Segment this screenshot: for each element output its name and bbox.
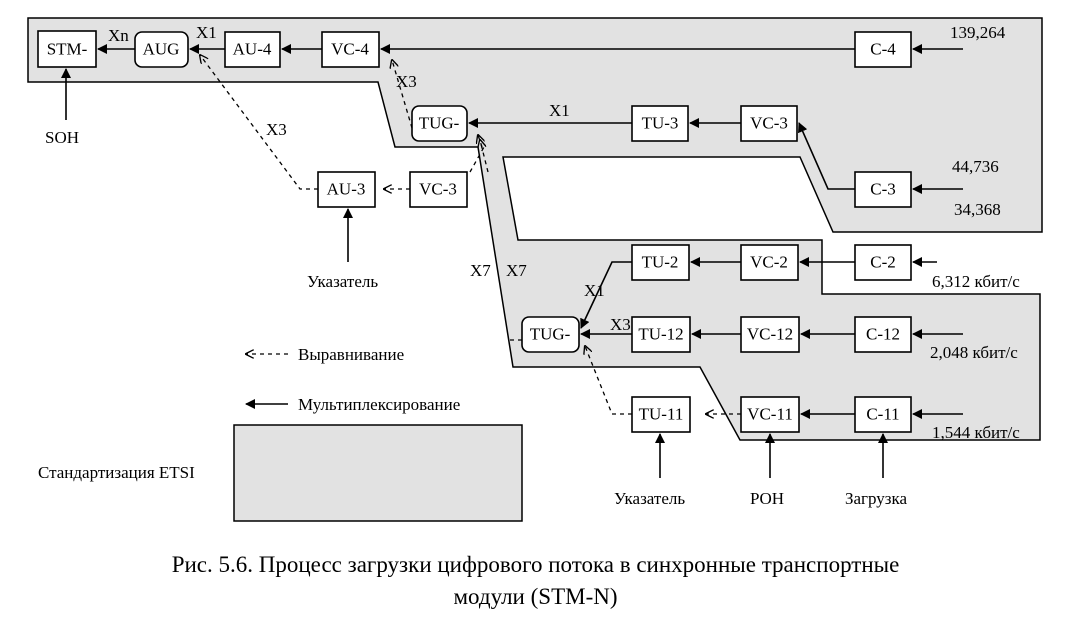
label-soh: SOH: [45, 128, 79, 147]
rate-c2: 6,312 кбит/с: [932, 272, 1020, 291]
block-c12: C-12: [854, 316, 912, 353]
label-x7-b: X7: [506, 261, 527, 280]
label-x1-tu2: X1: [584, 281, 605, 300]
legend-multiplexing: Мультиплексирование: [298, 395, 460, 414]
legend-etsi-label: Стандартизация ETSI: [38, 463, 195, 482]
svg-text:C-12: C-12: [866, 325, 900, 344]
block-vc4: VC-4: [321, 31, 380, 68]
block-c11: C-11: [854, 396, 912, 433]
block-tu12: TU-12: [631, 316, 691, 353]
legend-alignment: Выравнивание: [298, 345, 404, 364]
block-tug3: TUG-: [411, 105, 468, 142]
etsi-region-main: [27, 17, 1043, 441]
label-xn: Xn: [108, 26, 129, 45]
block-aug: AUG: [134, 31, 189, 68]
rate-c12: 2,048 кбит/с: [930, 343, 1018, 362]
mapping-diagram: STM- AUG AU-4 VC-4 C-4 TUG- TU-3 VC-3 C-…: [27, 17, 1043, 522]
block-tug2: TUG-: [521, 316, 580, 353]
svg-text:VC-3: VC-3: [419, 180, 457, 199]
label-x1-aug: X1: [196, 23, 217, 42]
label-loading: Загрузка: [845, 489, 908, 508]
svg-text:STM-: STM-: [47, 40, 88, 59]
figure-caption-line1: Рис. 5.6. Процесс загрузки цифрового пот…: [171, 552, 900, 577]
block-vc11: VC-11: [740, 396, 800, 433]
block-tu2: TU-2: [631, 244, 690, 281]
svg-text:TUG-: TUG-: [419, 114, 460, 133]
svg-text:VC-11: VC-11: [747, 405, 793, 424]
figure-caption-line2: модули (STM-N): [453, 584, 618, 609]
svg-text:C-3: C-3: [870, 180, 896, 199]
svg-text:VC-2: VC-2: [750, 253, 788, 272]
svg-text:VC-4: VC-4: [331, 40, 369, 59]
block-stm: STM-: [37, 30, 97, 68]
legend: Выравнивание Мультиплексирование Стандар…: [38, 345, 460, 482]
rate-c3-b: 34,368: [954, 200, 1001, 219]
svg-text:AUG: AUG: [143, 40, 180, 59]
label-x3-tu12: X3: [610, 315, 631, 334]
block-au4: AU-4: [224, 31, 281, 68]
rate-c11: 1,544 кбит/с: [932, 423, 1020, 442]
block-c3: C-3: [854, 171, 912, 208]
svg-text:TU-3: TU-3: [642, 114, 679, 133]
svg-text:TU-12: TU-12: [638, 325, 683, 344]
svg-text:C-11: C-11: [866, 405, 899, 424]
svg-text:VC-3: VC-3: [750, 114, 788, 133]
legend-etsi-swatch: [233, 424, 523, 522]
label-pointer-tu11: Указатель: [614, 489, 685, 508]
svg-text:AU-3: AU-3: [327, 180, 366, 199]
rate-c3-a: 44,736: [952, 157, 999, 176]
block-vc3-top: VC-3: [740, 105, 798, 142]
label-x3-vc4: X3: [396, 72, 417, 91]
label-x1-tu3: X1: [549, 101, 570, 120]
svg-text:TUG-: TUG-: [530, 325, 571, 344]
block-tu11: TU-11: [631, 396, 691, 433]
solid-connectors: [61, 44, 963, 478]
block-vc12: VC-12: [740, 316, 800, 353]
label-x3-au3: X3: [266, 120, 287, 139]
rate-c4: 139,264: [950, 23, 1006, 42]
block-tu3: TU-3: [631, 105, 689, 142]
svg-text:TU-11: TU-11: [639, 405, 684, 424]
svg-text:TU-2: TU-2: [642, 253, 679, 272]
block-c2: C-2: [854, 244, 912, 281]
block-vc3-left: VC-3: [409, 171, 468, 208]
label-poh: POH: [750, 489, 784, 508]
dashed-connectors: [200, 55, 741, 414]
label-x7-a: X7: [470, 261, 491, 280]
label-pointer-au3: Указатель: [307, 272, 378, 291]
svg-text:C-4: C-4: [870, 40, 896, 59]
block-vc2: VC-2: [740, 244, 799, 281]
svg-text:VC-12: VC-12: [747, 325, 793, 344]
block-c4: C-4: [854, 31, 912, 68]
block-au3: AU-3: [317, 171, 376, 208]
svg-text:AU-4: AU-4: [233, 40, 272, 59]
svg-text:C-2: C-2: [870, 253, 896, 272]
